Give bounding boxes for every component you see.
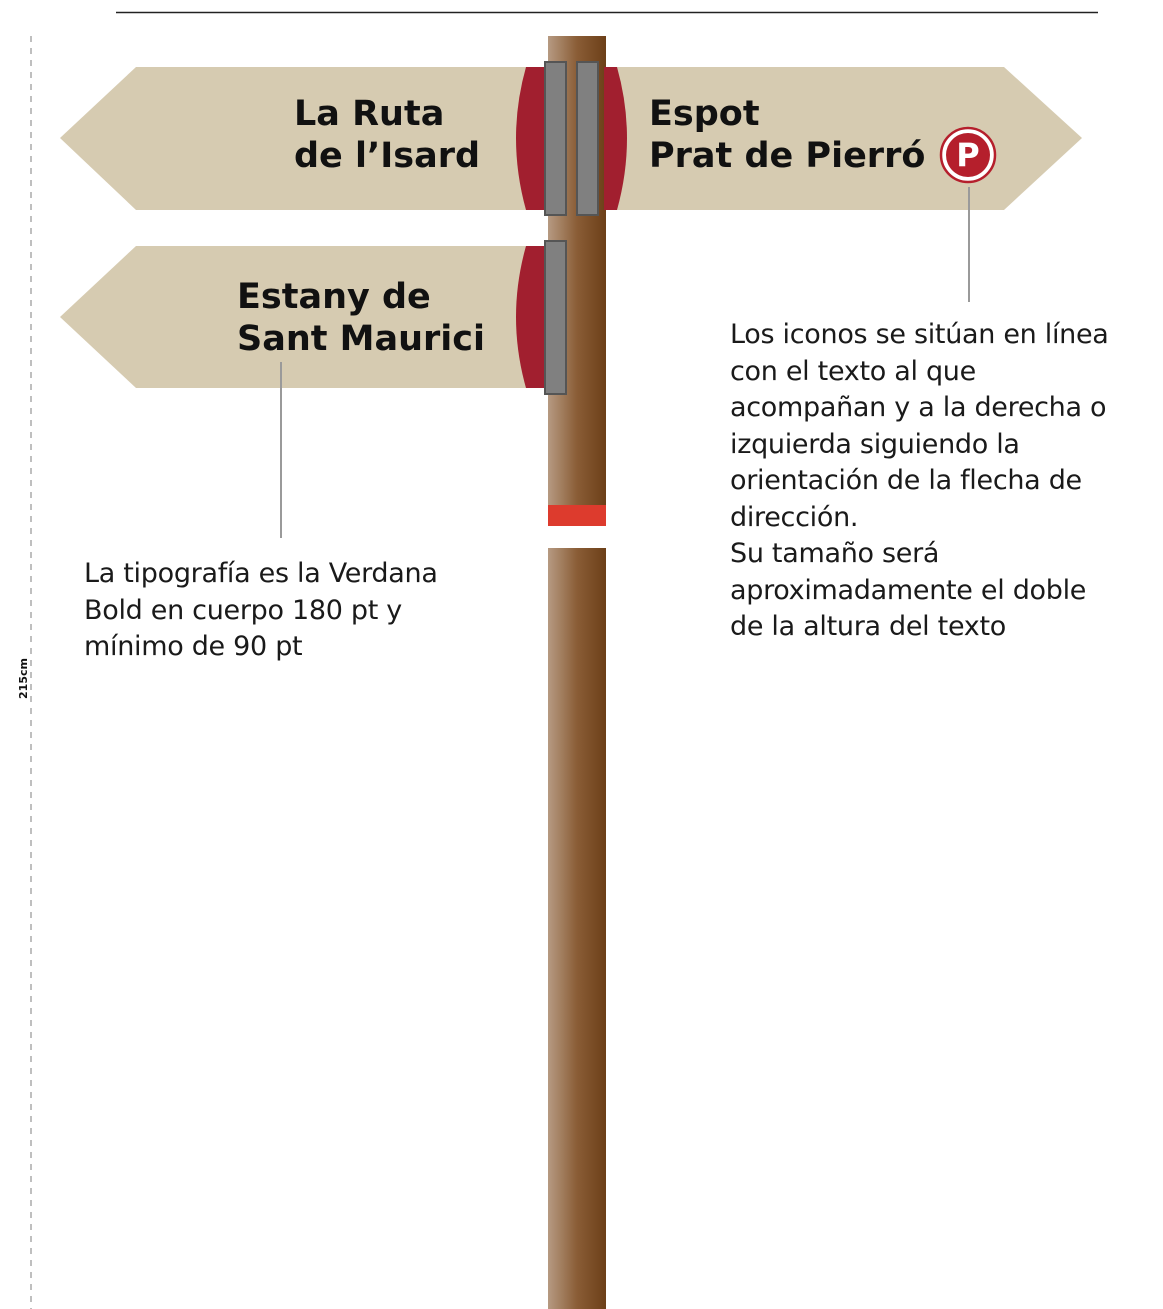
sign-label-line: Espot bbox=[649, 94, 760, 134]
note-line: orientación de la flecha de bbox=[730, 465, 1082, 496]
parking-icon-letter: P bbox=[956, 136, 979, 174]
note-icons: Los iconos se sitúan en línea con el tex… bbox=[730, 317, 1109, 646]
sign-label-line: de l’Isard bbox=[294, 136, 481, 176]
bracket-espot bbox=[604, 67, 627, 210]
sign-label-line: La Ruta bbox=[294, 94, 445, 134]
sign-estany bbox=[60, 246, 545, 388]
sign-label-line: Prat de Pierró bbox=[649, 136, 926, 176]
note-line: La tipografía es la Verdana bbox=[84, 558, 438, 589]
note-line: de la altura del texto bbox=[730, 611, 1006, 642]
clamp-la-ruta bbox=[544, 61, 567, 216]
sign-label-line: Sant Maurici bbox=[237, 319, 486, 359]
trail-mark-red bbox=[548, 505, 606, 526]
bracket-estany bbox=[516, 246, 548, 388]
post bbox=[548, 36, 606, 1309]
height-label: 215cm bbox=[16, 658, 30, 699]
trail-mark-white bbox=[548, 526, 606, 548]
note-line: Los iconos se sitúan en línea bbox=[730, 319, 1109, 350]
sign-label-estany: Estany de Sant Maurici bbox=[237, 276, 485, 360]
note-typography: La tipografía es la Verdana Bold en cuer… bbox=[84, 556, 438, 666]
sign-label-la-ruta: La Ruta de l’Isard bbox=[294, 93, 480, 177]
note-line: acompañan y a la derecha o bbox=[730, 392, 1107, 423]
parking-icon: P bbox=[939, 126, 997, 184]
note-line: con el texto al que bbox=[730, 355, 976, 387]
sign-la-ruta bbox=[60, 67, 545, 210]
note-line: aproximadamente el doble bbox=[730, 574, 1087, 606]
note-line: mínimo de 90 pt bbox=[84, 631, 303, 662]
note-line: Su tamaño será bbox=[730, 538, 940, 569]
note-line: Bold en cuerpo 180 pt y bbox=[84, 594, 402, 626]
note-line: izquierda siguiendo la bbox=[730, 428, 1020, 460]
bracket-la-ruta bbox=[516, 67, 548, 210]
sign-label-espot: Espot Prat de Pierró bbox=[649, 93, 925, 177]
note-line: dirección. bbox=[730, 501, 859, 533]
sign-label-line: Estany de bbox=[237, 277, 431, 317]
clamp-estany bbox=[544, 240, 567, 395]
clamp-espot bbox=[576, 61, 599, 216]
